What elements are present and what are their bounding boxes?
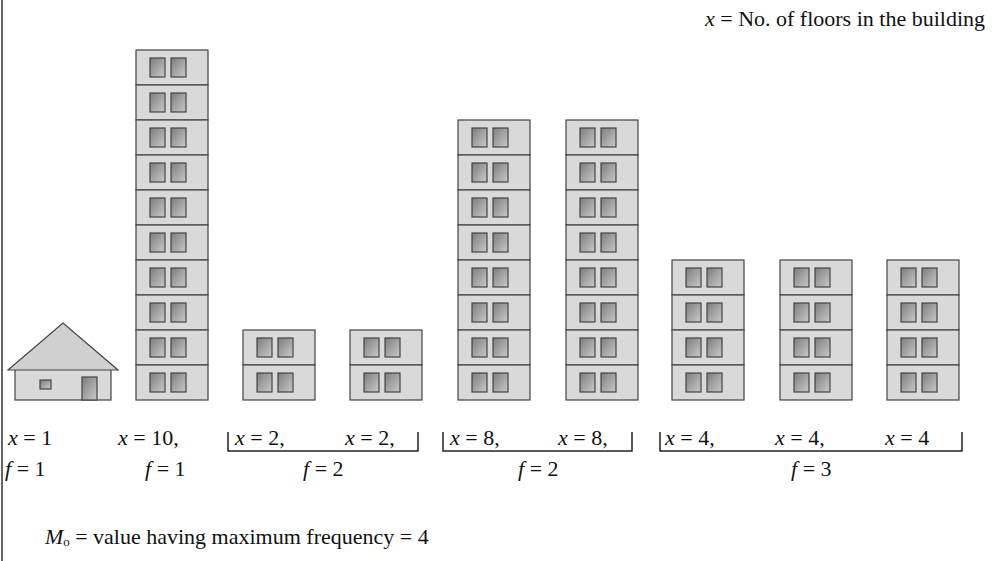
building-2-floors	[243, 330, 315, 400]
frame-line	[1, 0, 3, 561]
value-label: x = 2,	[345, 425, 395, 451]
frequency-label: f = 2	[518, 456, 559, 482]
value-label: x = 4,	[775, 425, 825, 451]
value-label: x = 4	[885, 425, 929, 451]
building-8-floors	[566, 120, 638, 400]
building-10-floors	[136, 50, 208, 400]
building-4-floors	[672, 260, 744, 400]
building-4-floors	[780, 260, 852, 400]
frequency-label: f = 2	[303, 456, 344, 482]
axis-note: x = No. of floors in the building	[705, 6, 985, 32]
value-label: x = 8,	[558, 425, 608, 451]
value-label: x = 8,	[450, 425, 500, 451]
building-4-floors	[887, 260, 959, 400]
mode-statement: Mₒ = value having maximum frequency = 4	[45, 524, 429, 550]
value-label: x = 4,	[665, 425, 715, 451]
frequency-label: f = 1	[145, 456, 186, 482]
value-label: x = 10,	[118, 425, 179, 451]
value-label: x = 1	[8, 425, 52, 451]
house	[8, 323, 118, 400]
frequency-label: f = 3	[791, 456, 832, 482]
building-2-floors	[350, 330, 422, 400]
value-label: x = 2,	[235, 425, 285, 451]
building-8-floors	[458, 120, 530, 400]
frequency-label: f = 1	[5, 456, 46, 482]
